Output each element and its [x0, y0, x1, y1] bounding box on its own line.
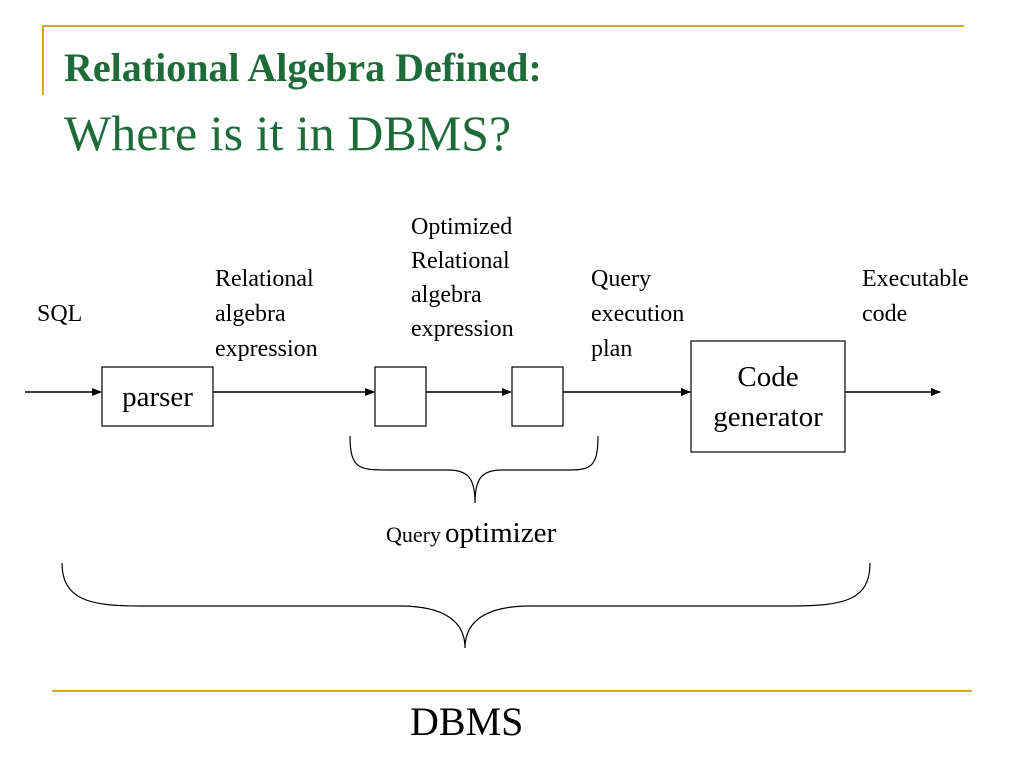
parser-label: parser	[122, 381, 193, 413]
code-generator-label: Code generator	[713, 361, 823, 433]
query-optimizer-word1: Query	[386, 522, 441, 547]
optimizer-step-box-2	[511, 366, 564, 427]
sql-label: SQL	[37, 301, 83, 327]
slide-subtitle: Where is it in DBMS?	[64, 105, 512, 161]
parser-box	[101, 366, 214, 427]
bottom-rule	[52, 690, 972, 692]
slide-title: Relational Algebra Defined:	[64, 45, 542, 90]
optimizer-step-box-1	[374, 366, 427, 427]
query-optimizer-label: Query optimizer	[386, 517, 556, 550]
optimized-expression-label: Optimized Relational algebra expression	[411, 214, 514, 342]
relational-expression-label: Relational algebra expression	[215, 266, 318, 362]
query-plan-label: Query execution plan	[591, 266, 685, 362]
dbms-label: DBMS	[410, 699, 524, 744]
top-rule	[42, 25, 964, 27]
executable-code-label: Executable code	[862, 266, 969, 327]
optimizer-brace	[349, 435, 599, 504]
query-optimizer-word2: optimizer	[444, 517, 557, 549]
dbms-brace	[61, 562, 871, 649]
left-rule	[42, 25, 44, 95]
code-generator-box	[690, 340, 846, 453]
